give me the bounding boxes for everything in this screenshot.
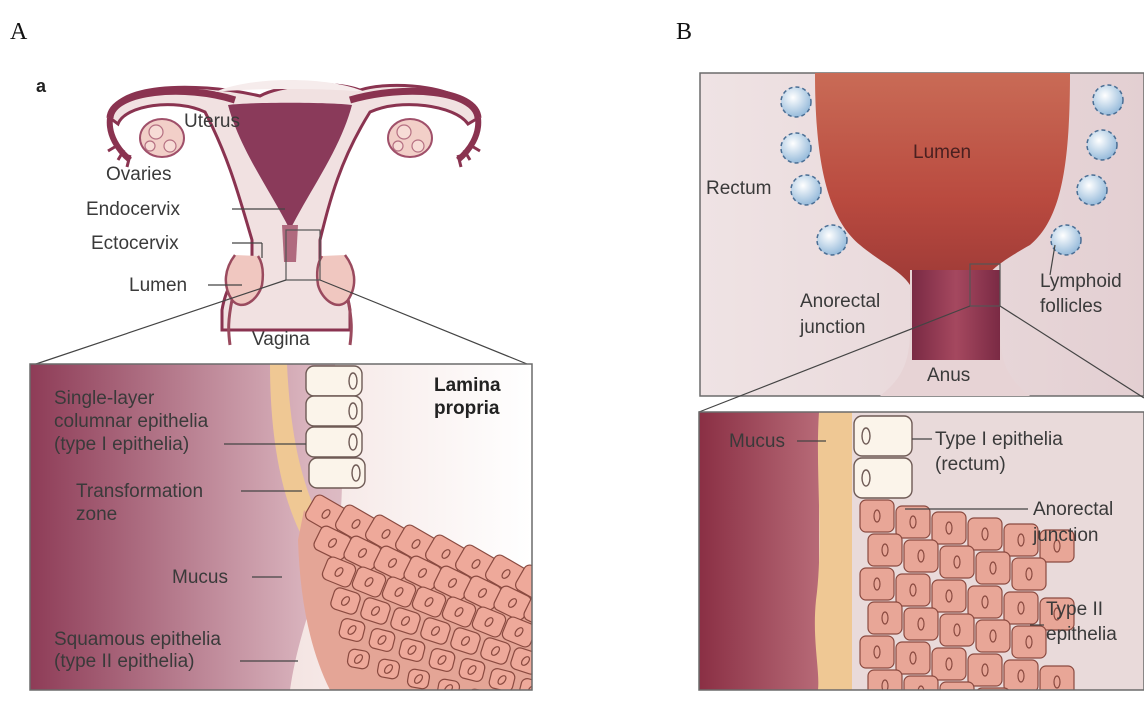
label-columnar-3: (type I epithelia): [54, 434, 189, 455]
columnar-cell: [306, 396, 362, 426]
squamous-cell: [407, 668, 431, 689]
columnar-cell: [306, 366, 362, 396]
label-uterus: Uterus: [184, 111, 240, 132]
type2-cell: [1012, 626, 1046, 658]
label-mucus-a: Mucus: [172, 567, 228, 588]
squamous-cell: [437, 678, 461, 699]
cell-nucleus: [556, 694, 567, 706]
cell-nucleus: [537, 607, 548, 619]
label-anorectal-2: junction: [799, 317, 866, 338]
columnar-cell: [306, 427, 362, 457]
type2-cell: [940, 614, 974, 646]
label-type1-1: Type I epithelia: [935, 429, 1063, 450]
type2-cell: [896, 642, 930, 674]
lymphoid-follicle: [791, 175, 821, 205]
type2-cell: [868, 602, 902, 634]
lymphoid-follicle: [1087, 130, 1117, 160]
lymphoid-follicle: [781, 87, 811, 117]
label-type1-2: (rectum): [935, 454, 1006, 475]
label-ectocervix: Ectocervix: [91, 233, 179, 254]
type2-cell: [976, 620, 1010, 652]
type2-cell: [904, 608, 938, 640]
label-squamous-1: Squamous epithelia: [54, 629, 221, 650]
type2-cell: [904, 676, 938, 708]
lymphoid-follicle: [1077, 175, 1107, 205]
columnar-cell: [309, 458, 365, 488]
label-lumen-b: Lumen: [913, 142, 971, 163]
squamous-cell: [548, 687, 576, 712]
type2-cell: [968, 518, 1002, 550]
label-type2-1: Type II: [1046, 599, 1103, 620]
type2-cell: [1040, 666, 1074, 698]
type2-cell: [860, 568, 894, 600]
label-endocervix: Endocervix: [86, 199, 180, 220]
type2-cell: [976, 688, 1010, 716]
squamous-cell: [467, 688, 491, 709]
lymphoid-follicle: [1093, 85, 1123, 115]
type2-cell: [968, 654, 1002, 686]
type2-cell: [860, 636, 894, 668]
label-columnar-1: Single-layer: [54, 388, 155, 409]
label-rectum: Rectum: [706, 178, 771, 199]
squamous-cell: [539, 656, 571, 685]
label-vagina: Vagina: [252, 329, 310, 350]
label-lymphoid-1: Lymphoid: [1040, 271, 1122, 292]
squamous-cell: [347, 648, 371, 669]
label-lamina-2: propria: [434, 398, 500, 419]
label-transformation-1: Transformation: [76, 481, 203, 502]
panel-a-letter: A: [10, 19, 28, 45]
type2-cell: [932, 512, 966, 544]
type2-cell: [1012, 558, 1046, 590]
label-anorectal-j-1: Anorectal: [1033, 499, 1113, 520]
type2-cell: [940, 546, 974, 578]
label-anorectal-j-2: junction: [1032, 525, 1099, 546]
type2-cell: [932, 580, 966, 612]
label-squamous-2: (type II epithelia): [54, 651, 194, 672]
type2-cell: [896, 574, 930, 606]
type2-cell: [932, 648, 966, 680]
squamous-cell: [531, 625, 568, 658]
label-anus: Anus: [927, 365, 970, 386]
zoom-panel-b: [699, 412, 1144, 716]
label-anorectal-1: Anorectal: [800, 291, 880, 312]
type2-cell: [904, 540, 938, 572]
cell-nucleus: [954, 692, 960, 704]
type2-cell: [1004, 592, 1038, 624]
lymphoid-follicle: [817, 225, 847, 255]
type2-cell: [860, 500, 894, 532]
label-transformation-2: zone: [76, 504, 117, 525]
ovary-right: [388, 119, 432, 157]
cell-nucleus: [543, 636, 554, 648]
type2-cell: [968, 586, 1002, 618]
lymphoid-follicle: [1051, 225, 1081, 255]
label-lumen-a: Lumen: [129, 275, 187, 296]
rectum-anatomy: [700, 73, 1144, 396]
panel-a-sublabel: a: [36, 76, 47, 96]
columnar-cells-a: [306, 366, 365, 488]
label-type2-2: epithelia: [1046, 624, 1117, 645]
type2-cell: [868, 670, 902, 702]
label-mucus-b: Mucus: [729, 431, 785, 452]
type2-cell: [868, 534, 902, 566]
label-lymphoid-2: follicles: [1040, 296, 1102, 317]
panel-b-letter: B: [676, 19, 692, 45]
lymphoid-follicle: [781, 133, 811, 163]
type2-cell: [976, 552, 1010, 584]
squamous-cell: [377, 658, 401, 679]
type2-cell: [896, 506, 930, 538]
cell-nucleus: [990, 698, 996, 710]
label-ovaries: Ovaries: [106, 164, 171, 185]
cell-nucleus: [550, 665, 561, 677]
cell-nucleus: [473, 693, 484, 705]
label-columnar-2: columnar epithelia: [54, 411, 209, 432]
type2-cell: [1004, 660, 1038, 692]
ovary-left: [140, 119, 184, 157]
type2-cell: [940, 682, 974, 714]
label-lamina-1: Lamina: [434, 375, 501, 396]
